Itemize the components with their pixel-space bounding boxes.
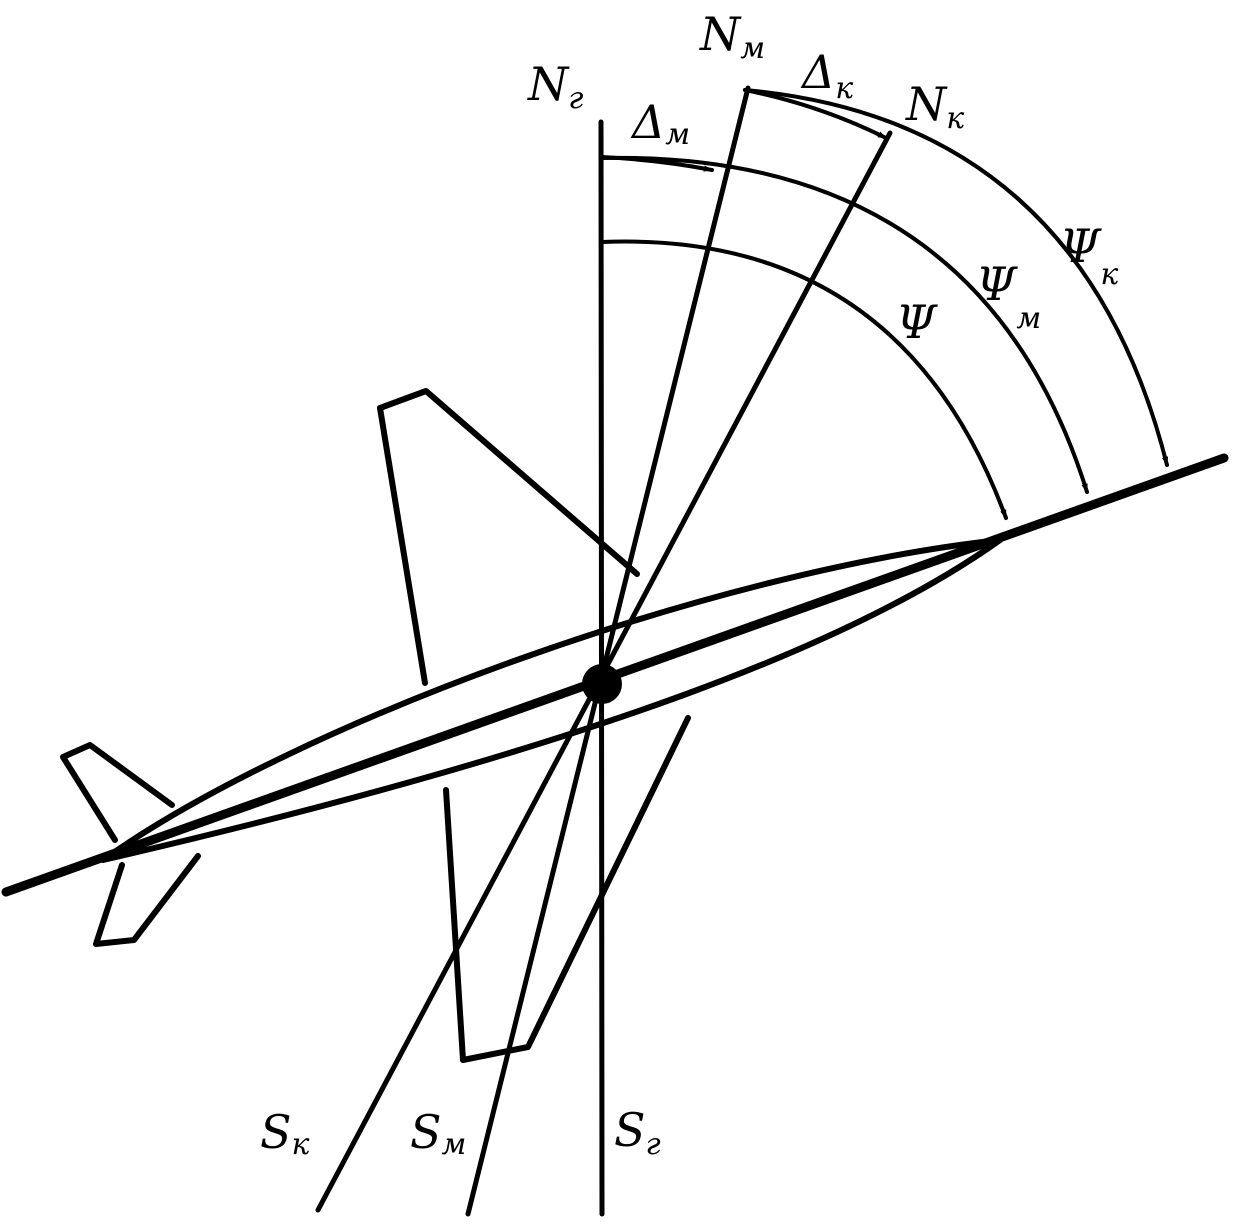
label-s-mag: Sм (410, 1105, 466, 1162)
label-n-mag: Nм (699, 7, 765, 66)
label-delta-k: Δк (800, 45, 853, 106)
label-s-true: Sг (614, 1103, 661, 1162)
psi-m-arc (600, 155, 1089, 494)
compass-meridian-line (315, 130, 893, 1213)
label-psi-m: Ψм (976, 257, 1041, 336)
label-psi-k: Ψк (1060, 219, 1118, 292)
longitudinal-axis (1, 453, 1229, 897)
lower-wing (443, 715, 691, 1063)
label-n-true: Nг (527, 57, 583, 116)
psi-k-arc (743, 88, 1169, 467)
magnetic-meridian-line (465, 85, 751, 1217)
lower-stabilizer (93, 853, 201, 947)
upper-wing (377, 388, 640, 686)
label-s-comp: Sк (260, 1105, 310, 1162)
label-delta-m: Δм (630, 95, 690, 152)
label-psi: Ψ (896, 295, 938, 349)
upper-stabilizer (60, 742, 175, 843)
label-n-comp: Nк (905, 77, 964, 136)
psi-arc (600, 239, 1008, 520)
